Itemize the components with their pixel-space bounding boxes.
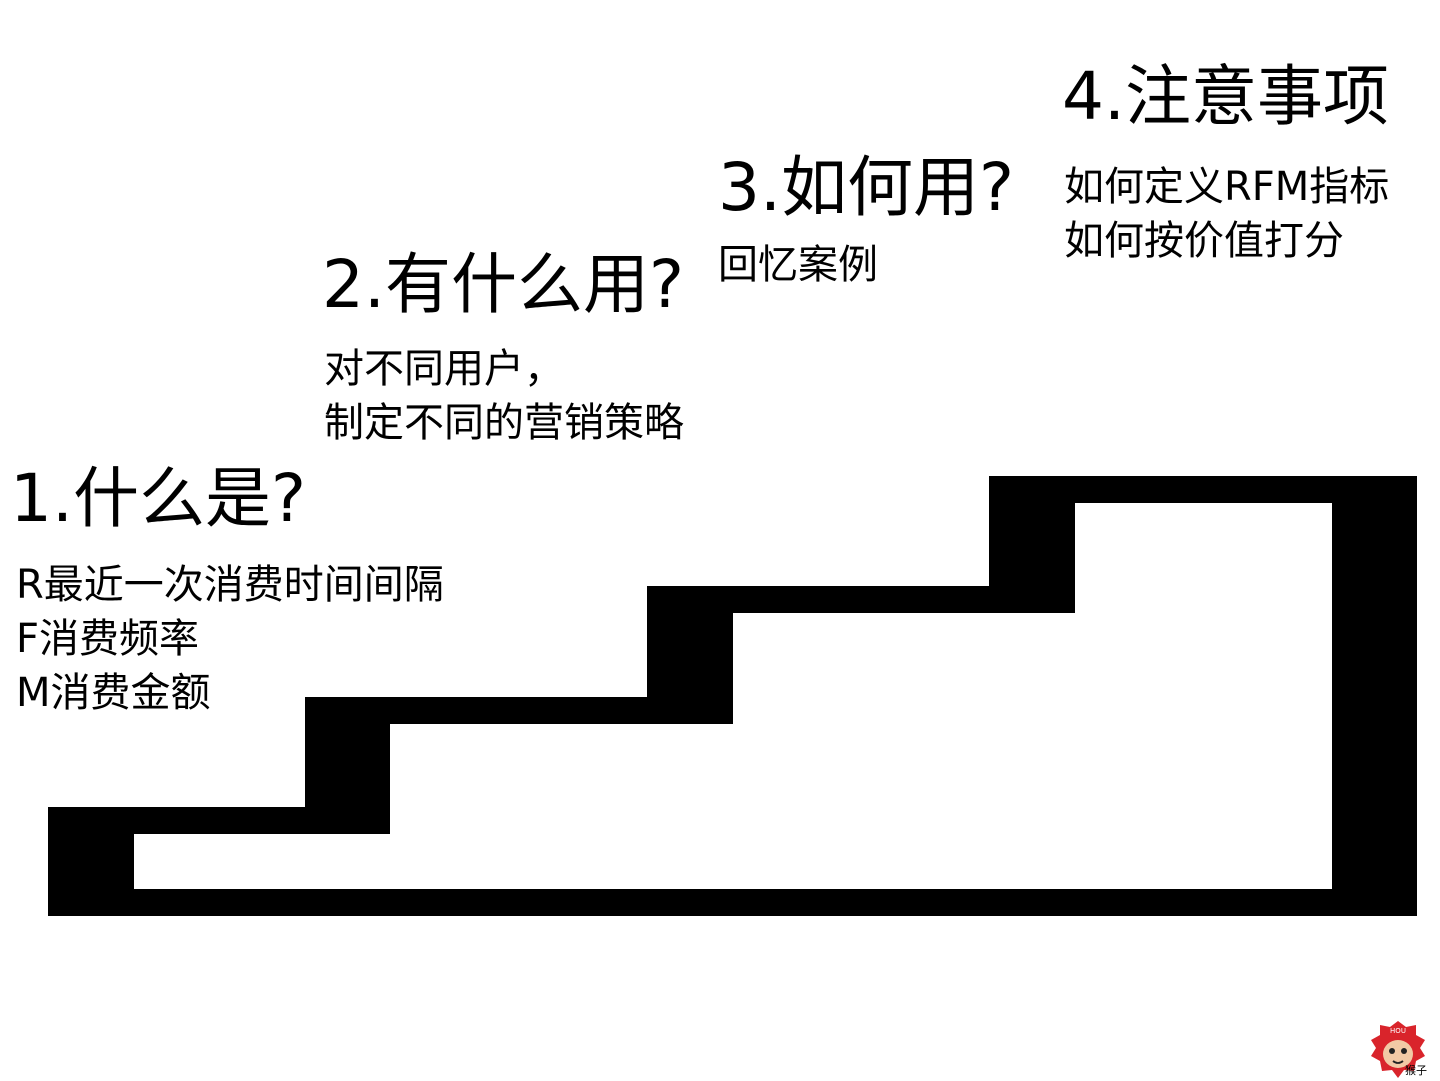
monkey-logo-icon: HOU [1371, 1021, 1425, 1078]
logo-badge-text: HOU [1390, 1027, 1406, 1035]
step-4-title: 4.注意事项 [1062, 58, 1389, 135]
step-2-line-2: 制定不同的营销策略 [324, 400, 684, 446]
logo-caption: 猴子 [1405, 1064, 1427, 1077]
step-4-line-1: 如何定义RFM指标 [1064, 164, 1390, 210]
step-1-description: R最近一次消费时间间隔 F消费频率 M消费金额 [16, 558, 444, 720]
step-2-title: 2.有什么用? [322, 246, 685, 323]
step-3-line-1: 回忆案例 [718, 242, 878, 288]
step-3-description: 回忆案例 [718, 238, 878, 292]
step-2-description: 对不同用户， 制定不同的营销策略 [324, 342, 684, 450]
step-4-description: 如何定义RFM指标 如何按价值打分 [1064, 160, 1389, 268]
step-2-line-1: 对不同用户， [324, 346, 564, 392]
step-3-title: 3.如何用? [718, 149, 1015, 226]
staircase-shape [48, 476, 1417, 916]
step-1-line-3: M消费金额 [16, 670, 211, 716]
step-4-line-2: 如何按价值打分 [1064, 218, 1344, 264]
step-1-line-2: F消费频率 [16, 616, 200, 662]
step-1-line-1: R最近一次消费时间间隔 [16, 562, 444, 608]
step-1-title: 1.什么是? [10, 460, 307, 537]
